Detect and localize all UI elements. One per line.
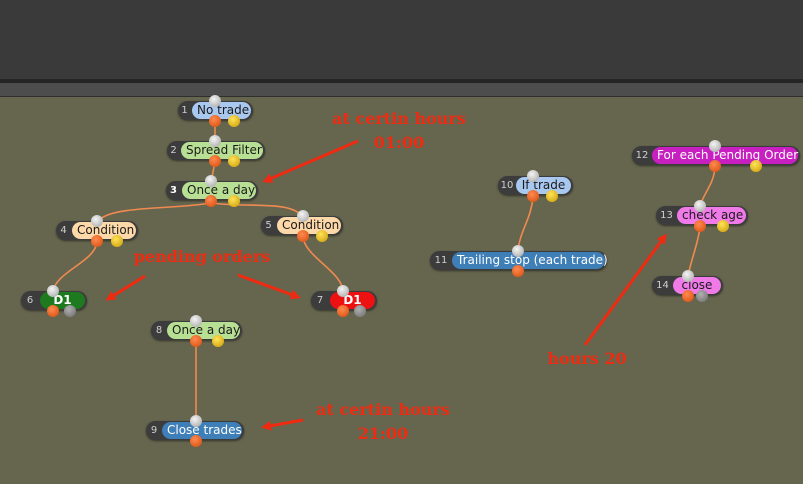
output-port-true[interactable] xyxy=(709,160,721,172)
block-label: No trade xyxy=(192,102,251,119)
output-port-true[interactable] xyxy=(205,195,217,207)
block-number: 10 xyxy=(500,180,514,191)
block-label: Once a day xyxy=(182,182,256,199)
block-label: For each Pending Order xyxy=(652,147,798,164)
arrow-open-hours xyxy=(262,139,359,183)
annotation-line: at certin hours xyxy=(332,109,466,128)
output-port-true[interactable] xyxy=(209,155,221,167)
block-number: 3 xyxy=(170,185,177,196)
input-port[interactable] xyxy=(190,315,202,327)
output-port-false[interactable] xyxy=(316,230,328,242)
output-port-true[interactable] xyxy=(190,335,202,347)
annotation-line: 01:00 xyxy=(373,133,425,152)
block-label: If trade xyxy=(516,177,571,194)
input-port[interactable] xyxy=(47,285,59,297)
output-port-false[interactable] xyxy=(546,190,558,202)
arrow-pending-left xyxy=(105,274,146,301)
output-port-false[interactable] xyxy=(64,305,76,317)
block-close-trades[interactable]: 9 Close trades xyxy=(146,421,244,440)
annotation-arrows xyxy=(105,139,667,431)
output-port-true[interactable] xyxy=(527,190,539,202)
input-port[interactable] xyxy=(512,245,524,257)
link-10-11 xyxy=(517,196,534,253)
output-port-false[interactable] xyxy=(750,160,762,172)
input-port[interactable] xyxy=(337,285,349,297)
block-label: Condition xyxy=(277,217,341,234)
block-number: 6 xyxy=(26,295,34,306)
block-number: 9 xyxy=(150,425,158,436)
block-number: 5 xyxy=(265,220,272,231)
block-label: Condition xyxy=(72,222,136,239)
annotation-line: pending orders xyxy=(133,247,271,266)
block-label: Spread Filter xyxy=(181,142,263,159)
block-label: D1 xyxy=(330,292,375,309)
link-3-5 xyxy=(210,202,304,218)
input-port[interactable] xyxy=(709,140,721,152)
block-label: Trailing stop (each trade) xyxy=(452,252,608,269)
output-port-true[interactable] xyxy=(91,235,103,247)
output-port-false[interactable] xyxy=(111,235,123,247)
output-port-false[interactable] xyxy=(228,155,240,167)
arrow-age-hours xyxy=(583,233,667,346)
block-number: 13 xyxy=(660,210,673,221)
output-port-false[interactable] xyxy=(228,195,240,207)
block-label: Close trades xyxy=(162,422,242,439)
output-port-true[interactable] xyxy=(512,265,524,277)
output-port-true[interactable] xyxy=(190,435,202,447)
block-label: Once a day xyxy=(167,322,240,339)
annotation-close-hours: at certin hours 21:00 xyxy=(302,398,464,446)
block-number: 7 xyxy=(316,295,324,306)
top-toolbar xyxy=(0,0,803,79)
block-number: 4 xyxy=(60,225,67,236)
output-port-true[interactable] xyxy=(297,230,309,242)
block-label: check age xyxy=(677,207,746,224)
workspace-header-strip xyxy=(0,83,803,97)
block-trailing-stop[interactable]: 11 Trailing stop (each trade) xyxy=(430,251,608,270)
output-port-false[interactable] xyxy=(354,305,366,317)
block-number: 8 xyxy=(155,325,163,336)
block-number: 1 xyxy=(181,105,188,116)
annotation-line: at certin hours xyxy=(316,400,450,419)
link-4-6 xyxy=(52,241,98,293)
input-port[interactable] xyxy=(190,415,202,427)
input-port[interactable] xyxy=(91,215,103,227)
input-port[interactable] xyxy=(209,95,221,107)
block-number: 14 xyxy=(656,280,669,291)
block-number: 12 xyxy=(635,150,649,161)
input-port[interactable] xyxy=(682,270,694,282)
toolbar-divider xyxy=(0,79,803,83)
block-spread-filter[interactable]: 2 Spread Filter xyxy=(167,141,265,160)
arrow-pending-right xyxy=(237,273,301,300)
link-5-7 xyxy=(302,236,344,293)
output-port-true[interactable] xyxy=(337,305,349,317)
output-port-true[interactable] xyxy=(209,115,221,127)
arrow-close-hours xyxy=(261,418,304,431)
input-port[interactable] xyxy=(297,210,309,222)
block-label: D1 xyxy=(40,292,85,309)
input-port[interactable] xyxy=(209,135,221,147)
output-port-true[interactable] xyxy=(682,290,694,302)
annotation-open-hours: at certin hours 01:00 xyxy=(318,107,480,155)
annotation-line: 21:00 xyxy=(357,424,409,443)
input-port[interactable] xyxy=(527,170,539,182)
input-port[interactable] xyxy=(205,175,217,187)
block-number: 11 xyxy=(434,255,448,266)
block-for-each-pending-order[interactable]: 12 For each Pending Order xyxy=(632,146,800,165)
output-port-false[interactable] xyxy=(228,115,240,127)
block-number: 2 xyxy=(170,145,177,156)
output-port-false[interactable] xyxy=(212,335,224,347)
output-port-false[interactable] xyxy=(696,290,708,302)
annotation-line: hours 20 xyxy=(547,349,627,368)
annotation-age-hours: hours 20 xyxy=(537,347,637,371)
annotation-pending-orders: pending orders xyxy=(122,245,282,269)
output-port-true[interactable] xyxy=(694,220,706,232)
link-3-4 xyxy=(96,202,212,223)
input-port[interactable] xyxy=(694,200,706,212)
output-port-false[interactable] xyxy=(717,220,729,232)
output-port-true[interactable] xyxy=(47,305,59,317)
